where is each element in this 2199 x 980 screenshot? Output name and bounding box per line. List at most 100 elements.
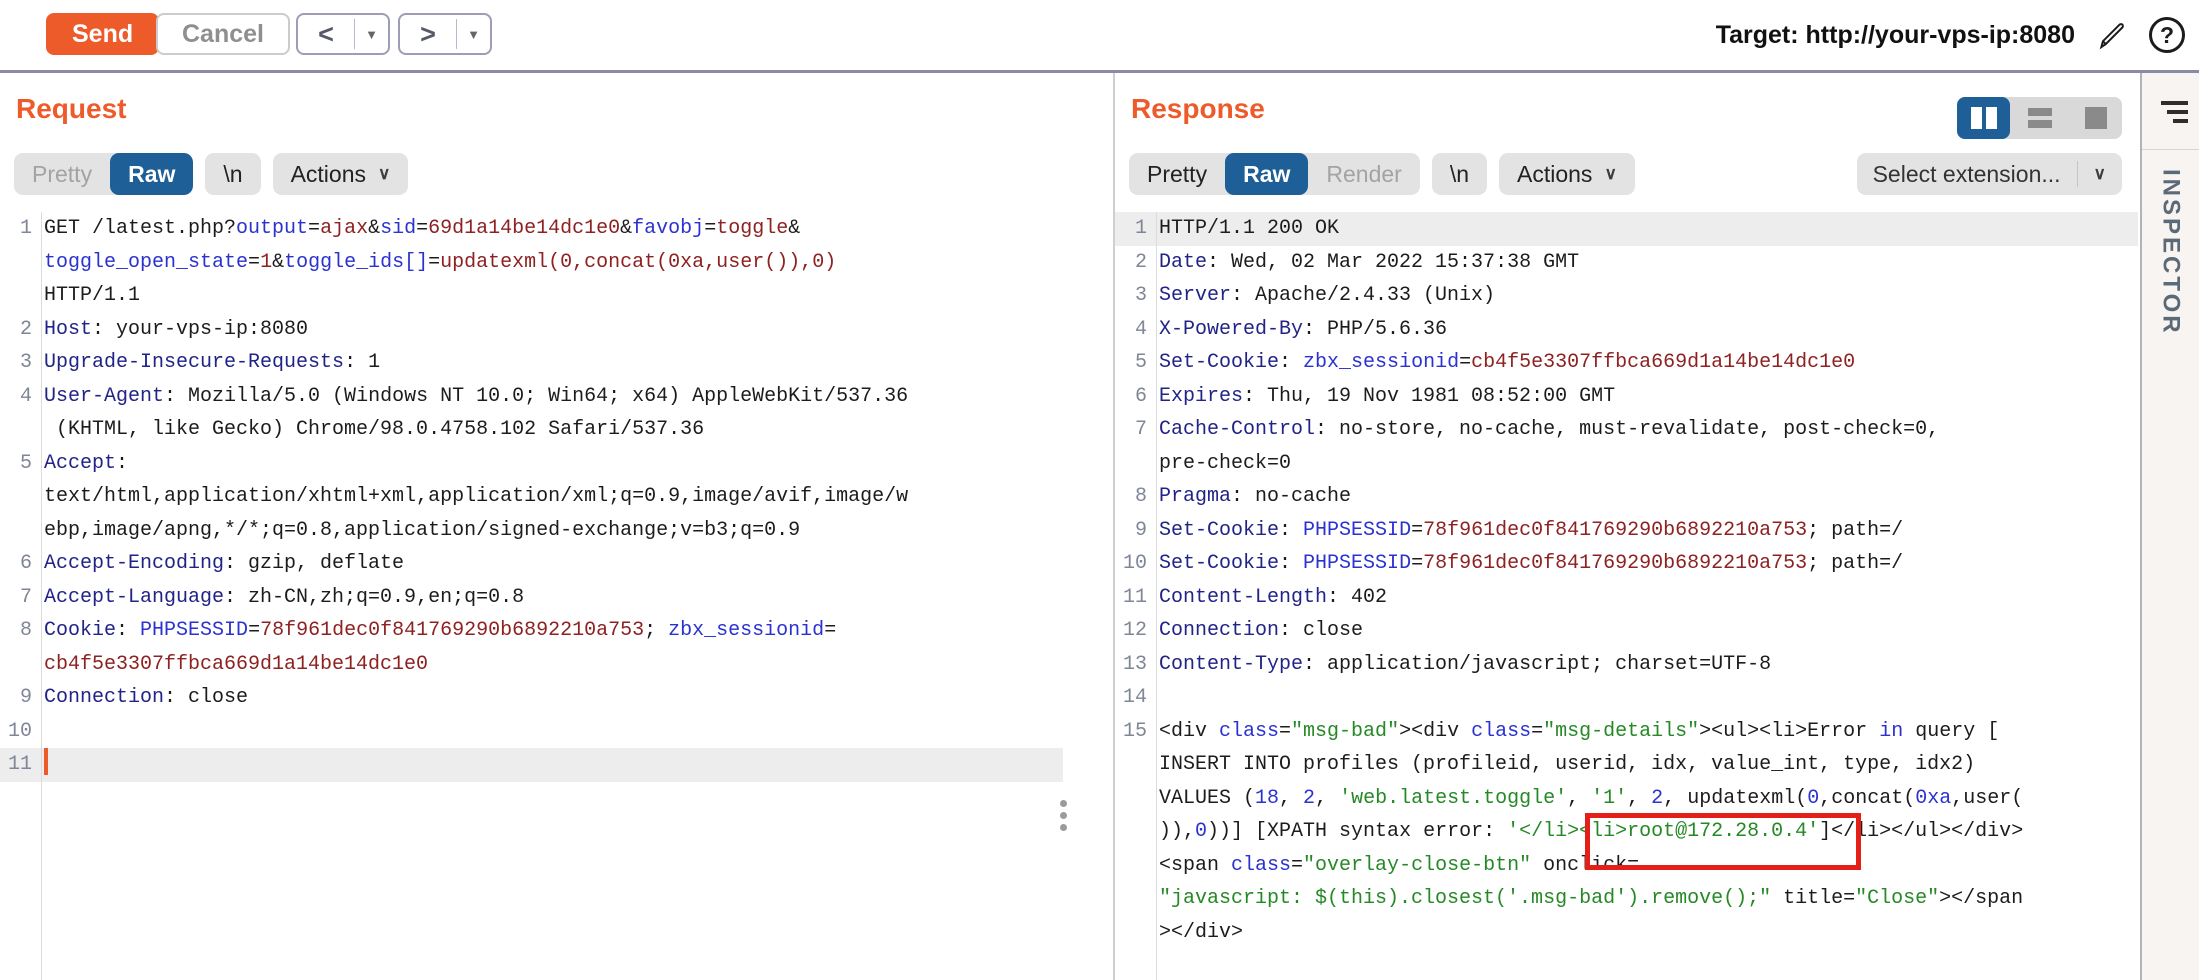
code-token: toggle_ids[] [284, 250, 429, 274]
code-token: ,user( [1951, 786, 2024, 810]
tab-request-newline[interactable]: \n [205, 153, 261, 195]
request-actions-label: Actions [290, 160, 366, 187]
request-editor[interactable]: 1 GET /latest.php?output=ajax&sid=69d1a14… [0, 212, 1063, 980]
line-number [1115, 782, 1156, 816]
code-token: : Thu, 19 Nov 1981 08:52:00 GMT [1243, 384, 1616, 408]
code-token: cb4f5e3307ffbca669d1a14be14dc1e0 [44, 652, 429, 676]
forward-arrow-icon[interactable]: > [420, 18, 436, 49]
tab-response-render[interactable]: Render [1326, 160, 1402, 187]
code-line: 10 [0, 715, 1063, 749]
help-icon[interactable]: ? [2149, 17, 2185, 53]
code-token: 78f961dec0f841769290b6892210a753 [1423, 552, 1808, 575]
code-token: 0xa [1915, 786, 1952, 810]
line-content: )),0))] [XPATH syntax error: '</li><li>r… [1156, 815, 2023, 849]
line-content: Accept: [41, 447, 128, 481]
code-token: 69d1a14be14dc1e0 [428, 217, 621, 240]
code-token: Connection [44, 686, 165, 709]
code-token: ))] [XPATH syntax error: [1207, 820, 1508, 843]
line-number: 1 [19, 217, 32, 240]
target-area: Target: http://your-vps-ip:8080 ? [1716, 0, 2185, 70]
divider [456, 19, 457, 49]
code-token: = [1291, 853, 1304, 877]
line-content: Cookie: PHPSESSID=78f961dec0f841769290b6… [41, 614, 836, 648]
line-content: GET /latest.php?output=ajax&sid=69d1a14b… [41, 212, 800, 246]
line-number: 11 [1122, 585, 1147, 609]
code-line: text/html,application/xhtml+xml,applicat… [0, 480, 1063, 514]
code-token: : [1279, 518, 1304, 542]
code-token: Set-Cookie [1159, 518, 1280, 542]
line-content: Date: Wed, 02 Mar 2022 15:37:38 GMT [1156, 246, 1579, 280]
code-token: favobj [632, 217, 705, 240]
columns-icon [1985, 107, 1997, 129]
response-title: Response [1131, 93, 1265, 124]
tab-request-pretty[interactable]: Pretty [32, 160, 93, 187]
code-token: Content-Type [1159, 652, 1304, 676]
tab-response-newline[interactable]: \n [1431, 153, 1487, 195]
code-token: Connection [1159, 619, 1280, 642]
code-token: : Wed, 02 Mar 2022 15:37:38 GMT [1207, 250, 1580, 274]
code-token: ebp,image/apng,*/*;q=0.8,application/sig… [44, 518, 801, 542]
code-token: Upgrade-Insecure-Requests [44, 351, 345, 374]
line-number [1115, 447, 1156, 481]
code-token: : close [1279, 619, 1364, 642]
code-token: , [1567, 786, 1592, 810]
line-content: Expires: Thu, 19 Nov 1981 08:52:00 GMT [1156, 380, 1615, 414]
code-token: ajax [320, 217, 369, 240]
code-token: Accept [44, 451, 117, 475]
code-token: Cookie [44, 619, 117, 642]
line-content: pre-check=0 [1156, 447, 1291, 481]
code-line: toggle_open_state=1&toggle_ids[]=updatex… [0, 246, 1063, 280]
line-number [1115, 882, 1156, 916]
edit-target-pencil-icon[interactable] [2091, 14, 2133, 56]
history-forward-button[interactable]: > ▼ [398, 13, 492, 55]
back-dropdown-icon[interactable]: ▼ [365, 26, 378, 42]
code-line: (KHTML, like Gecko) Chrome/98.0.4758.102… [0, 413, 1063, 447]
chevron-down-icon: ∨ [378, 164, 391, 183]
code-token: cb4f5e3307ffbca669d1a14be14dc1e0 [1471, 351, 1856, 374]
history-back-button[interactable]: < ▼ [296, 13, 390, 55]
line-content: text/html,application/xhtml+xml,applicat… [41, 480, 908, 514]
inspector-sidebar[interactable]: INSPECTOR [2140, 73, 2199, 980]
panel-splitter-handle[interactable] [1060, 800, 1067, 831]
request-actions-button[interactable]: Actions ∨ [272, 153, 409, 195]
inspector-tab-label[interactable]: INSPECTOR [2157, 169, 2185, 336]
layout-rows-button[interactable] [2013, 97, 2066, 139]
select-extension-dropdown[interactable]: Select extension... ∨ [1856, 153, 2122, 195]
code-token: ></div> [1159, 920, 1244, 944]
code-token: : 1 [344, 351, 381, 374]
chevron-down-icon: ∨ [2093, 164, 2106, 183]
code-token: 1 [260, 250, 273, 274]
tab-response-pretty[interactable]: Pretty [1147, 160, 1208, 187]
tab-request-raw[interactable]: Raw [110, 153, 194, 195]
cancel-button[interactable]: Cancel [156, 13, 290, 55]
code-token: = [308, 217, 321, 240]
select-extension-label: Select extension... [1872, 160, 2061, 187]
line-content: Host: your-vps-ip:8080 [41, 313, 308, 347]
layout-columns-button[interactable] [1957, 97, 2010, 139]
send-button[interactable]: Send [46, 13, 160, 55]
response-actions-button[interactable]: Actions ∨ [1499, 153, 1635, 195]
code-line: pre-check=0 [1115, 447, 2138, 481]
code-token: class [1231, 853, 1292, 877]
line-number: 14 [1122, 686, 1147, 709]
code-token: : no-cache [1231, 485, 1352, 508]
tab-response-raw[interactable]: Raw [1225, 153, 1309, 195]
forward-dropdown-icon[interactable]: ▼ [467, 26, 480, 42]
response-tabrow: Pretty Raw Render \n Actions ∨ [1129, 153, 1635, 195]
back-arrow-icon[interactable]: < [318, 18, 334, 49]
code-line: "javascript: $(this).closest('.msg-bad')… [1115, 882, 2138, 916]
layout-single-button[interactable] [2069, 97, 2122, 139]
inspector-menu-icon[interactable] [2161, 101, 2188, 123]
line-number [1115, 916, 1156, 950]
line-number: 1 [1134, 217, 1147, 240]
line-number: 13 [1122, 652, 1147, 676]
code-token: <span [1159, 853, 1232, 877]
code-token: )), [1159, 820, 1196, 843]
